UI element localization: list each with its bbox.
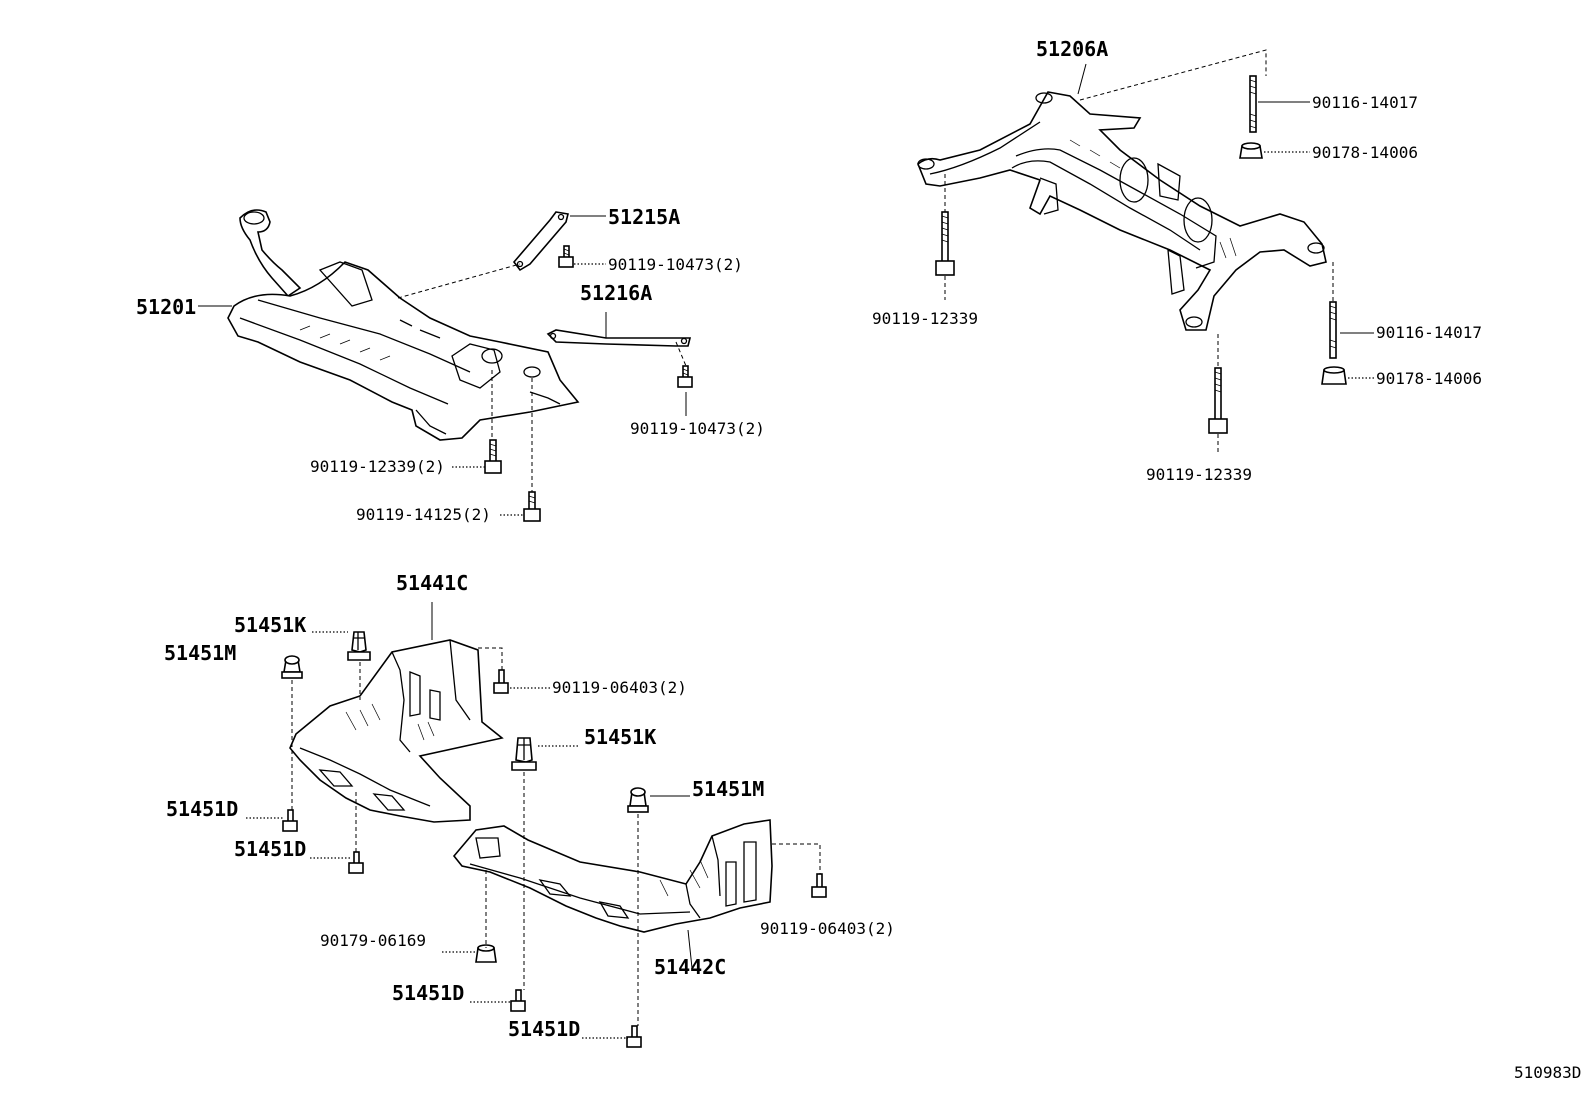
label-nut-rear-1: 90178-14006	[1312, 143, 1418, 162]
clip-51451K-2	[511, 737, 537, 771]
cover-51442C-illustration	[452, 819, 773, 933]
nut-rear-2	[1321, 366, 1347, 385]
label-brace-51215A: 51215A	[608, 205, 680, 229]
label-stud-rear-2: 90116-14017	[1376, 323, 1482, 342]
label-bolt-front-brace-1: 90119-10473(2)	[608, 255, 743, 274]
label-bolt-cover-1: 90119-06403(2)	[552, 678, 687, 697]
label-clip-51451K-1: 51451K	[234, 613, 306, 637]
label-bolt-cover-2: 90119-06403(2)	[760, 919, 895, 938]
label-front-crossmember: 51201	[136, 295, 196, 319]
nut-rear-1	[1239, 142, 1263, 159]
clip-51451M-2	[627, 787, 649, 813]
stud-rear-1	[1249, 75, 1257, 133]
label-cover-51442C: 51442C	[654, 955, 726, 979]
label-bolt-front-12339: 90119-12339(2)	[310, 457, 445, 476]
label-bolt-front-brace-2: 90119-10473(2)	[630, 419, 765, 438]
label-clip-51451K-2: 51451K	[584, 725, 656, 749]
front-crossmember-illustration	[227, 209, 580, 441]
bolt-front-brace-2	[677, 365, 693, 388]
clip-51451D-4	[626, 1025, 642, 1048]
bolt-cover-1	[493, 669, 509, 694]
stud-rear-2	[1329, 301, 1337, 359]
label-bolt-rear-right: 90119-12339	[1146, 465, 1252, 484]
brace-51216A-illustration	[546, 329, 692, 347]
diagram-id: 510983D	[1514, 1063, 1581, 1082]
bolt-front-brace-1	[558, 245, 574, 268]
bolt-cover-2	[811, 873, 827, 898]
label-brace-51216A: 51216A	[580, 281, 652, 305]
label-clip-51451M-2: 51451M	[692, 777, 764, 801]
clip-51451M-1	[281, 655, 303, 679]
clip-51451D-1	[282, 809, 298, 832]
label-nut-rear-2: 90178-14006	[1376, 369, 1482, 388]
bolt-rear-right	[1208, 367, 1228, 434]
label-clip-51451D-3: 51451D	[392, 981, 464, 1005]
label-bolt-rear-left: 90119-12339	[872, 309, 978, 328]
clip-51451D-3	[510, 989, 526, 1012]
bolt-front-12339	[484, 439, 502, 474]
brace-51215A-illustration	[512, 211, 569, 272]
label-cover-51441C: 51441C	[396, 571, 468, 595]
label-clip-51451D-2: 51451D	[234, 837, 306, 861]
label-stud-rear-1: 90116-14017	[1312, 93, 1418, 112]
cover-51441C-illustration	[289, 639, 504, 823]
label-nut-90179: 90179-06169	[320, 931, 426, 950]
label-clip-51451D-4: 51451D	[508, 1017, 580, 1041]
bolt-front-14125	[523, 491, 541, 522]
label-clip-51451M-1: 51451M	[164, 641, 236, 665]
label-rear-crossmember: 51206A	[1036, 37, 1108, 61]
clip-51451D-2	[348, 851, 364, 874]
rear-crossmember-illustration	[917, 91, 1327, 331]
label-bolt-front-14125: 90119-14125(2)	[356, 505, 491, 524]
label-clip-51451D-1: 51451D	[166, 797, 238, 821]
clip-51451K-1	[347, 631, 371, 661]
bolt-rear-left	[935, 211, 955, 276]
